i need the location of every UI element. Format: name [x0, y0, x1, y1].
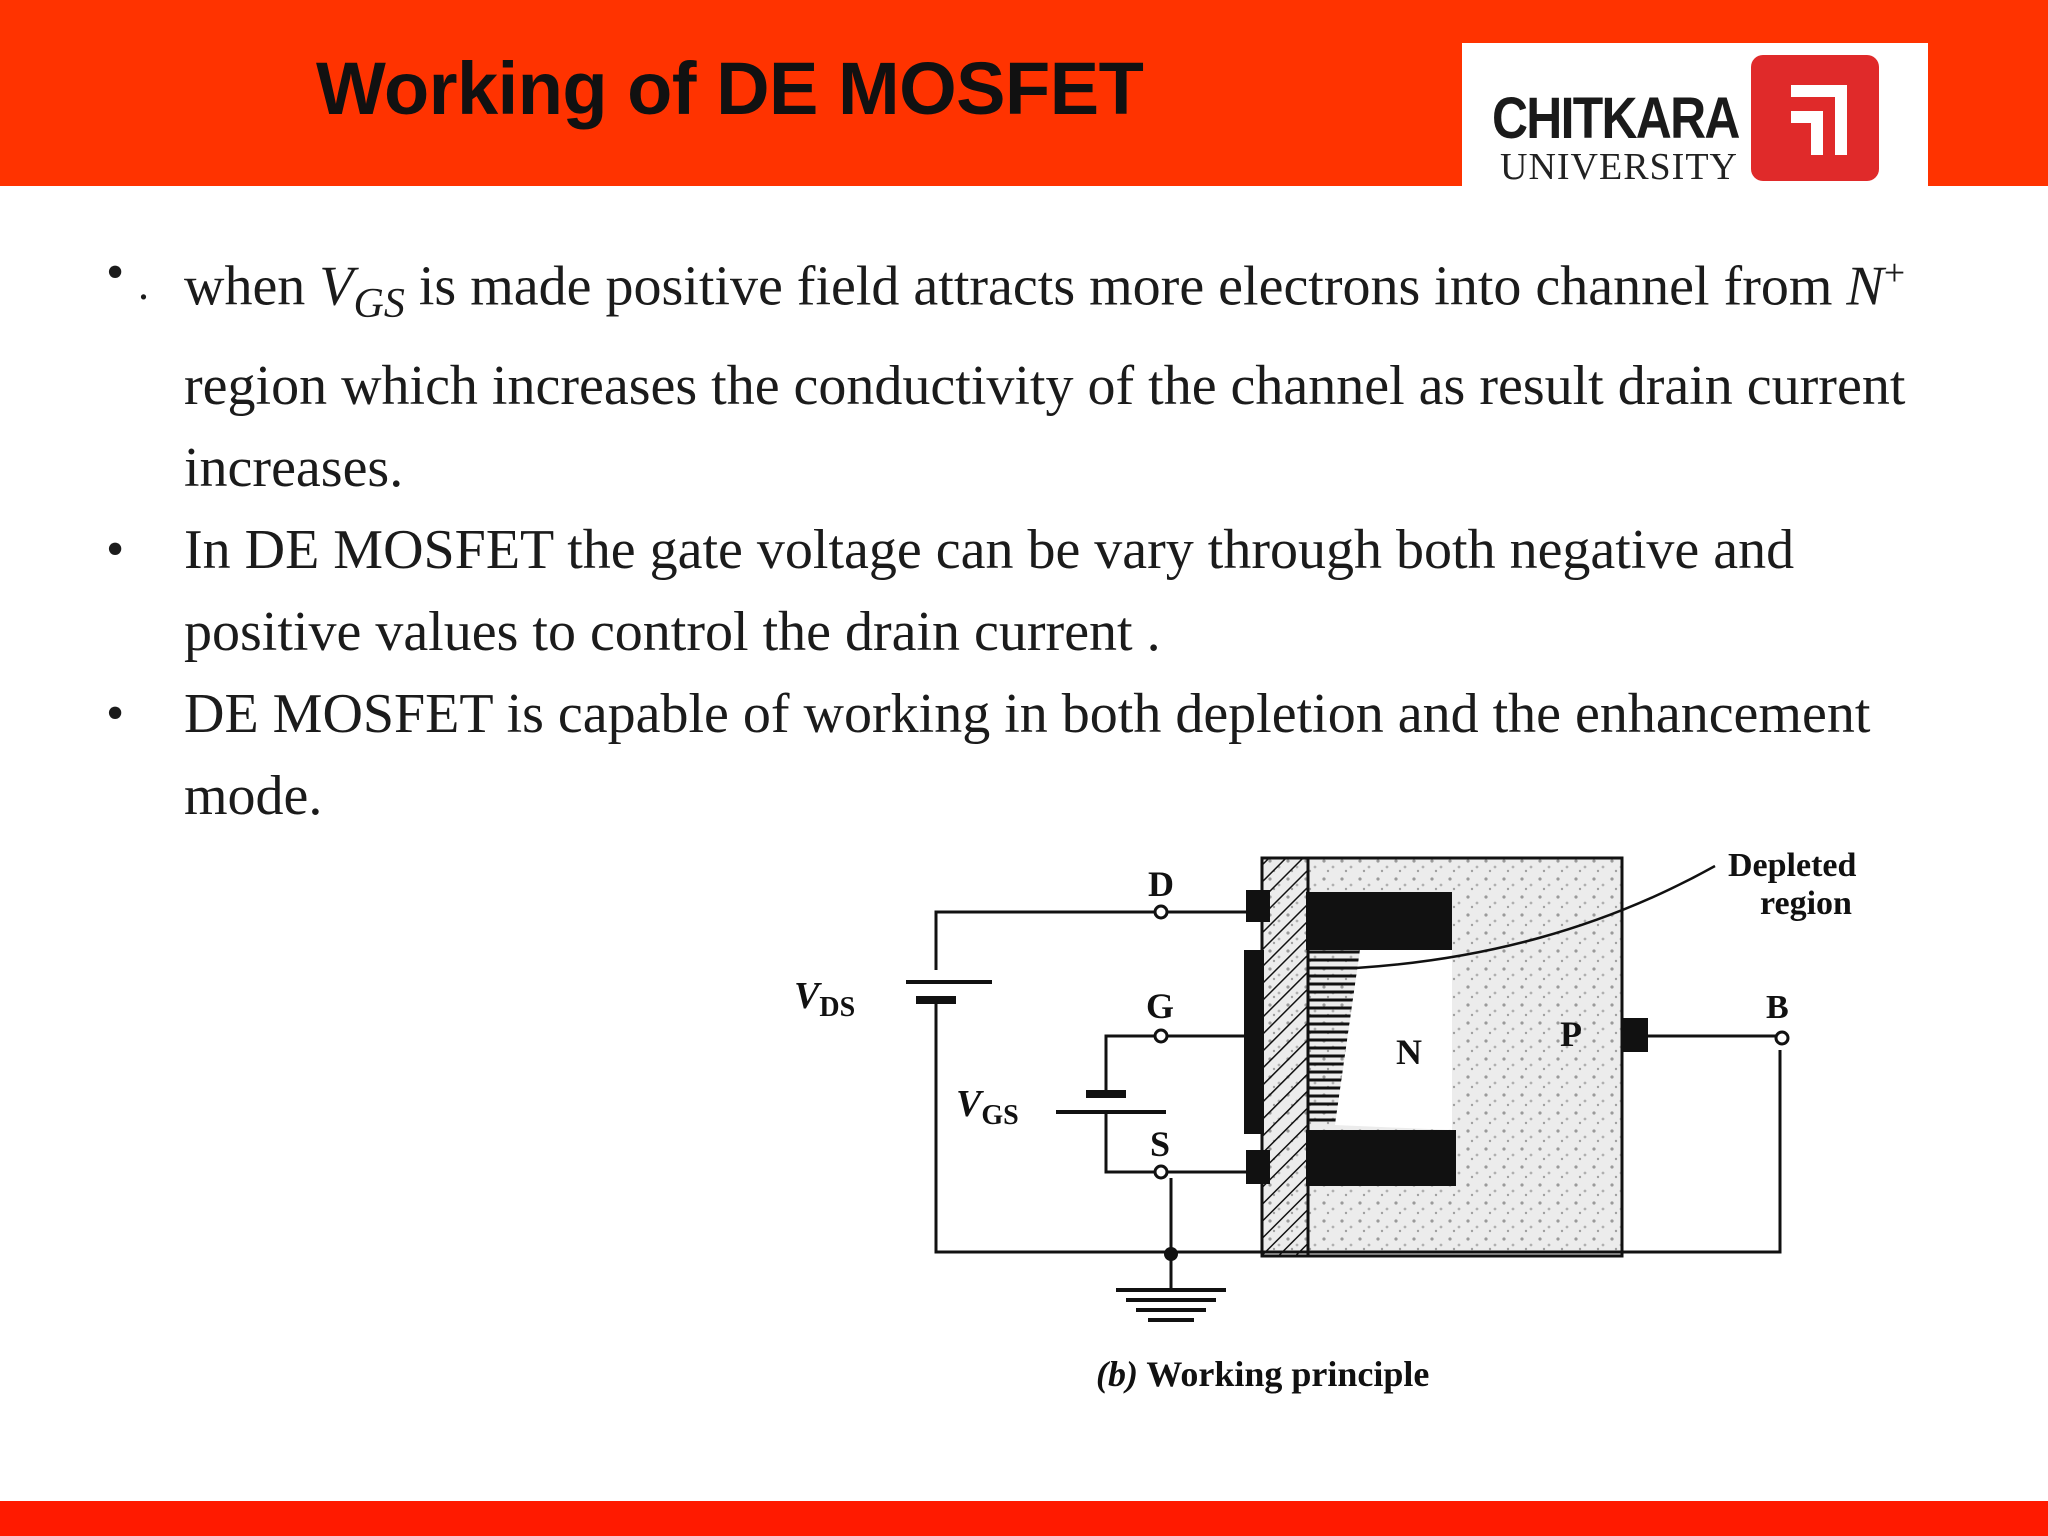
ground-junction: [1164, 1247, 1178, 1261]
diagram-caption: (b) Working principle: [1096, 1354, 1429, 1394]
bullet-list: • . when VGS is made positive field attr…: [100, 232, 1930, 837]
bullet-item: • In DE MOSFET the gate voltage can be v…: [100, 509, 1930, 673]
source-label: S: [1150, 1124, 1170, 1164]
body-terminal: [1774, 1030, 1790, 1046]
source-n-plus: [1306, 1130, 1456, 1186]
logo-subtitle: UNIVERSITY: [1500, 146, 1738, 188]
university-logo: CHITKARA UNIVERSITY: [1462, 43, 1928, 188]
bullet-dot: •: [106, 684, 125, 742]
bullet-dot: •: [106, 520, 125, 578]
n-channel: [1308, 950, 1360, 1125]
drain-contact: [1246, 890, 1270, 922]
bullet-text: when: [184, 255, 320, 318]
math-var: N: [1846, 255, 1884, 318]
bullet-text: region which increases the conductivity …: [184, 354, 1906, 499]
p-label: P: [1560, 1014, 1582, 1054]
drain-n-plus: [1306, 892, 1452, 950]
vgs-top-wire: [1104, 1034, 1156, 1094]
body-label: B: [1766, 989, 1789, 1026]
vgs-bottom-wire: [1104, 1112, 1156, 1174]
bullet-text: DE MOSFET is capable of working in both …: [184, 682, 1871, 827]
math-sub: GS: [353, 280, 405, 327]
vds-top-wire: [934, 910, 1156, 970]
bullet-dot: •: [106, 244, 125, 301]
math-sup: +: [1883, 252, 1906, 294]
footer-bar: [0, 1501, 2048, 1536]
bullet-dot: .: [138, 260, 149, 309]
vgs-label: VGS: [956, 1083, 1019, 1131]
math-var: V: [319, 255, 354, 318]
bullet-text: is made positive field attracts more ele…: [404, 255, 1847, 318]
source-terminal: [1153, 1164, 1169, 1180]
drain-label: D: [1148, 864, 1174, 904]
vds-bottom-wire: [934, 1002, 1782, 1254]
source-contact: [1246, 1150, 1270, 1184]
drain-terminal: [1153, 904, 1169, 920]
bullet-item: • . when VGS is made positive field attr…: [100, 232, 1930, 509]
bullet-text: In DE MOSFET the gate voltage can be var…: [184, 518, 1795, 663]
n-label: N: [1396, 1032, 1422, 1072]
gate-terminal: [1153, 1028, 1169, 1044]
mosfet-diagram: D G S B N P Depleted region VDS VGS (b) …: [794, 847, 1857, 1394]
depleted-pointer: [1355, 864, 1716, 970]
gate-label: G: [1146, 986, 1174, 1026]
logo-mark-icon: [1751, 55, 1879, 181]
region-label: region: [1760, 885, 1852, 922]
logo-name: CHITKARA: [1492, 86, 1740, 151]
channel-white: [1335, 950, 1452, 1130]
slide-title: Working of DE MOSFET: [316, 47, 1144, 130]
vds-label: VDS: [794, 975, 855, 1023]
body-contact: [1622, 1018, 1648, 1052]
bullet-item: • DE MOSFET is capable of working in bot…: [100, 673, 1930, 837]
ground-icon: [1116, 1288, 1226, 1322]
depleted-label: Depleted: [1728, 847, 1857, 884]
gate-plate: [1244, 950, 1264, 1134]
